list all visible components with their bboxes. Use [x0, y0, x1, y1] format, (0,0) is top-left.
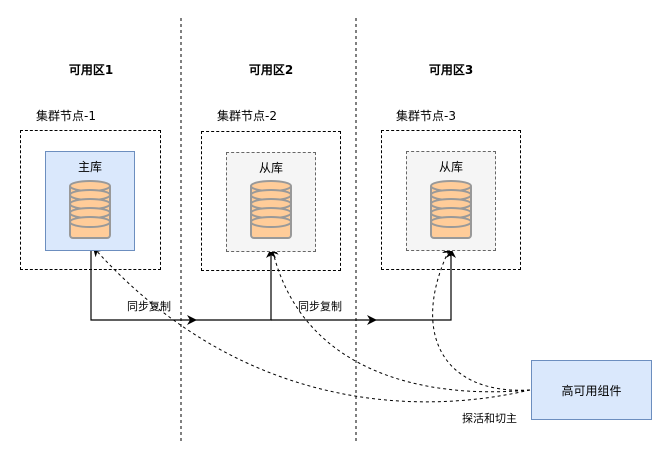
cluster-label-1: 集群节点-1	[36, 109, 96, 123]
ha-component-label: 高可用组件	[561, 383, 622, 398]
sync-edge-2b	[375, 248, 456, 321]
probe-edge-2	[268, 246, 531, 393]
probe-label: 探活和切主	[462, 412, 517, 425]
zone-title-1: 可用区1	[68, 63, 114, 77]
sync-label-2: 同步复制	[298, 300, 342, 313]
replica-db-box-2[interactable]: 从库	[406, 151, 496, 251]
cluster-node-3	[381, 130, 521, 270]
zone-title-3: 可用区3	[428, 63, 474, 77]
sync-label-1: 同步复制	[127, 300, 171, 313]
primary-db-box[interactable]: 主库	[45, 151, 135, 251]
replica-db-label-1: 从库	[258, 161, 283, 175]
ha-component-box[interactable]: 高可用组件	[531, 360, 652, 420]
cluster-node-1	[20, 130, 161, 270]
cluster-label-2: 集群节点-2	[217, 109, 277, 123]
replica-db-box-1[interactable]: 从库	[226, 152, 316, 252]
cluster-node-2	[201, 131, 341, 271]
zone-title-2: 可用区2	[248, 63, 294, 77]
sync-edge-1	[90, 250, 197, 325]
cluster-label-3: 集群节点-3	[396, 109, 456, 123]
probe-edge-1	[92, 246, 531, 403]
primary-db-label: 主库	[77, 160, 102, 174]
probe-edge-3	[432, 246, 531, 391]
replica-db-label-2: 从库	[438, 160, 463, 174]
